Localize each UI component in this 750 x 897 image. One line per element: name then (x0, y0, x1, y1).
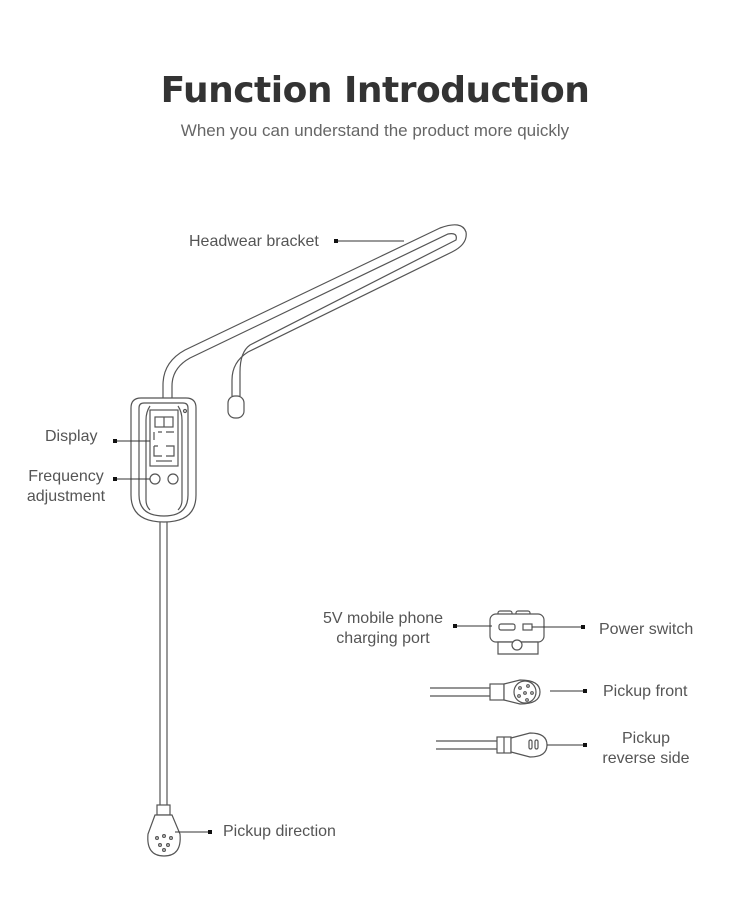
receiver-body (130, 397, 197, 523)
page-title: Function Introduction (160, 70, 590, 111)
label-pickup-front: Pickup front (603, 683, 688, 700)
page-subtitle: When you can understand the product more… (180, 121, 570, 140)
label-charging-port: 5V mobile phone charging port (318, 609, 448, 649)
label-charging-line1: 5V mobile phone (322, 610, 444, 627)
bracket-tip (227, 395, 245, 419)
headwear-bracket (162, 224, 467, 419)
usb-port-icon (498, 623, 516, 631)
label-frequency-line1: Frequency (28, 468, 104, 485)
leader-lines (113, 239, 587, 834)
pickup-front-diagram (430, 679, 541, 705)
frequency-button-left (149, 473, 161, 485)
label-display: Display (45, 428, 98, 445)
label-frequency-line2: adjustment (26, 488, 106, 505)
label-charging-line2: charging port (336, 630, 430, 647)
display-screen (149, 409, 179, 467)
pickup-reverse-diagram (436, 732, 548, 758)
pickup-head (147, 814, 181, 857)
charger-module (489, 610, 545, 655)
label-pickup-reverse: Pickup reverse side (596, 729, 696, 769)
label-pickup-reverse-line2: reverse side (602, 750, 690, 767)
label-frequency-adjustment: Frequency adjustment (20, 467, 112, 507)
label-pickup-reverse-line1: Pickup (621, 730, 671, 747)
label-pickup-direction: Pickup direction (223, 823, 336, 840)
label-headwear-bracket: Headwear bracket (189, 233, 319, 250)
frequency-button-right (167, 473, 179, 485)
label-power-switch: Power switch (599, 621, 694, 638)
pickup-cable (147, 522, 181, 857)
